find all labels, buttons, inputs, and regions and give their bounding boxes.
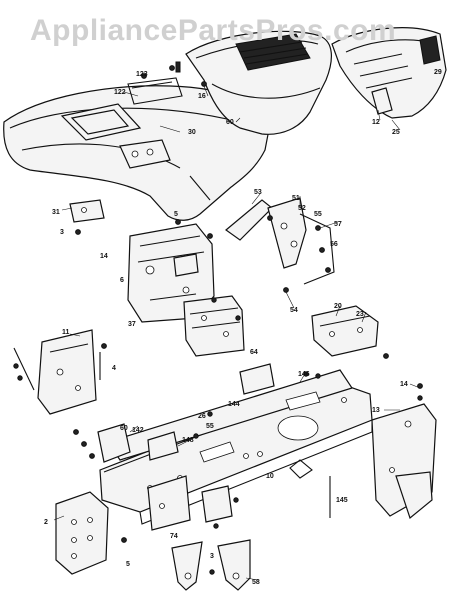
left-brackets [73,411,213,463]
bracket-20 [311,305,389,359]
svg-text:52: 52 [298,205,306,212]
svg-text:146: 146 [298,371,310,378]
svg-text:55: 55 [314,211,322,218]
bracket-31 [69,199,105,235]
watermark: AppliancePartsPros.com [30,14,397,47]
svg-text:31: 31 [52,209,60,216]
svg-text:26: 26 [198,413,206,420]
svg-text:3: 3 [210,553,214,560]
svg-text:123: 123 [136,71,148,78]
svg-text:60: 60 [226,119,234,126]
svg-text:2: 2 [44,519,48,526]
svg-text:148: 148 [182,437,194,444]
svg-text:122: 122 [114,89,126,96]
svg-text:55: 55 [206,423,214,430]
svg-text:144: 144 [228,401,240,408]
svg-text:142: 142 [132,427,144,434]
svg-text:10: 10 [266,473,274,480]
side-panel-left [13,329,107,415]
svg-text:5: 5 [174,211,178,218]
svg-text:14: 14 [100,253,108,260]
svg-text:60: 60 [120,425,128,432]
pedals-58 [171,539,251,591]
svg-text:74: 74 [170,533,178,540]
svg-text:30: 30 [188,129,196,136]
svg-text:58: 58 [252,579,260,586]
svg-text:53: 53 [254,189,262,196]
lever-assembly [225,197,335,293]
svg-text:12: 12 [372,119,380,126]
console-64 [183,295,245,357]
svg-text:20: 20 [334,303,342,310]
svg-text:56: 56 [330,241,338,248]
svg-text:29: 29 [434,69,442,76]
seat-bracket [127,65,183,105]
lower-brackets [147,459,331,531]
svg-text:13: 13 [372,407,380,414]
svg-text:25: 25 [392,129,400,136]
svg-text:14: 14 [400,381,408,388]
dash-panel [127,219,215,323]
svg-text:6: 6 [120,277,124,284]
svg-text:64: 64 [250,349,258,356]
svg-text:23: 23 [356,311,364,318]
svg-text:145: 145 [336,497,348,504]
front-panel-13 [371,383,437,520]
svg-text:57: 57 [334,221,342,228]
fender-deck [3,85,271,221]
rear-plate [55,491,127,575]
hood [175,30,332,135]
svg-text:4: 4 [112,365,116,372]
svg-text:3: 3 [60,229,64,236]
svg-text:37: 37 [128,321,136,328]
part-labels: 123 122 30 16 60 12 25 29 31 3 53 51 52 … [44,69,442,586]
svg-text:5: 5 [126,561,130,568]
bracket-146 [239,363,321,395]
grille [331,27,447,119]
svg-text:16: 16 [198,93,206,100]
svg-text:51: 51 [292,195,300,202]
svg-text:54: 54 [290,307,298,314]
svg-text:11: 11 [62,329,70,336]
